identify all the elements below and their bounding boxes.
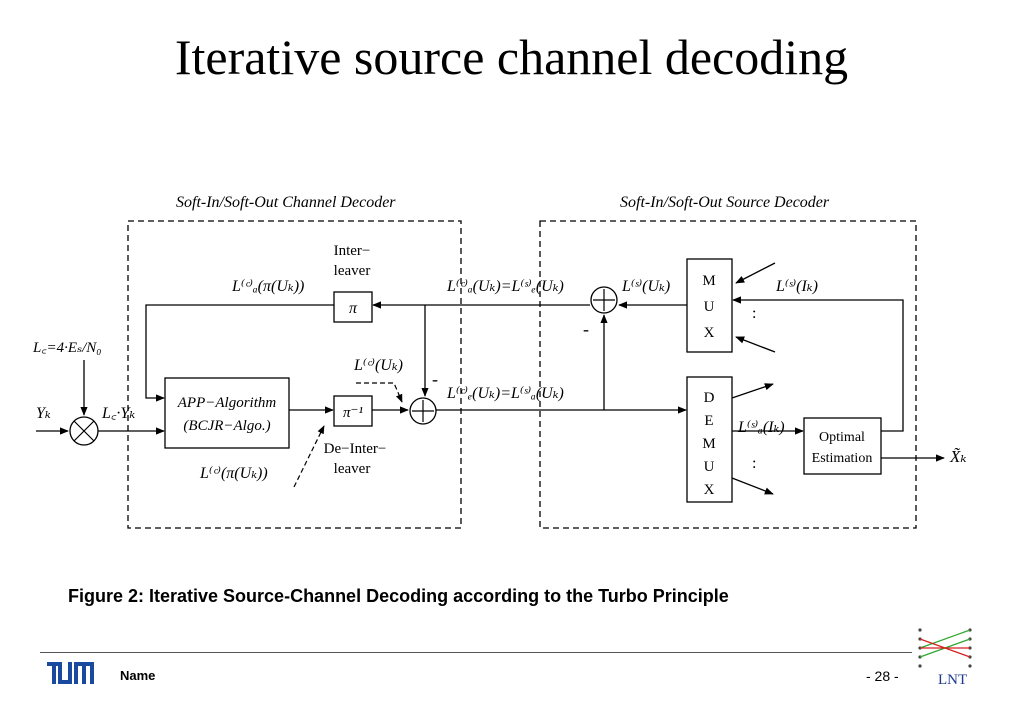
minus-sign-channel: - [432, 369, 438, 389]
interleaver-block [333, 291, 373, 323]
mux-letter-m: M [702, 273, 715, 289]
optimal-label-1: Optimal [819, 430, 865, 445]
optimal-estimation-block [803, 417, 882, 475]
mux-block [686, 258, 733, 353]
deinterleaver-label-2: leaver [334, 461, 371, 477]
la-pi-top-label: L⁽ᶜ⁾ₐ(π(Uₖ)) [231, 278, 304, 295]
demux-letter-m: M [702, 436, 715, 452]
app-label-1: APP−Algorithm [177, 395, 277, 411]
demux-letter-x: X [704, 482, 715, 498]
ls-ik-label: L⁽ˢ⁾(Iₖ) [775, 278, 818, 295]
lc-formula-label: L꜀=4·Eₛ/N₀ [32, 340, 102, 356]
mux-letter-x: X [704, 325, 715, 341]
lnt-logo-text: LNT [938, 672, 968, 688]
mux-input-dots: : [752, 305, 756, 322]
demux-letter-u: U [704, 459, 715, 475]
demux-letter-e: E [704, 413, 713, 429]
le-eq-la-mid-label: L⁽ᶜ⁾ₑ(Uₖ)=L⁽ˢ⁾ₐ(Uₖ) [446, 385, 564, 402]
adder-channel-plus [412, 400, 434, 422]
interleaver-symbol: π [349, 300, 358, 317]
lc-uk-label: L⁽ᶜ⁾(Uₖ) [353, 357, 403, 374]
input-yk-label: Yₖ [36, 405, 51, 422]
ls-uk-label: L⁽ˢ⁾(Uₖ) [621, 278, 670, 295]
page-number: - 28 - [866, 668, 899, 684]
slide-title: Iterative source channel decoding [174, 29, 849, 85]
interleaver-label-1: Inter− [334, 243, 371, 259]
xk-hat-label: X̃ₖ [949, 447, 967, 466]
footer-name: Name [120, 668, 156, 683]
lc-yk-label: L꜀·Yₖ [101, 405, 135, 422]
minus-sign-source: - [583, 319, 589, 339]
multiplier-cross [73, 420, 95, 442]
deinterleaver-block [333, 395, 373, 427]
app-algorithm-block [164, 377, 290, 449]
demux-letter-d: D [704, 390, 715, 406]
app-label-2: (BCJR−Algo.) [183, 418, 270, 434]
channel-decoder-box [127, 220, 462, 529]
adder-source-plus [593, 289, 615, 311]
la-eq-le-top-label: L⁽ᶜ⁾ₐ(Uₖ)=L⁽ˢ⁾ₑ(Uₖ) [446, 278, 564, 295]
source-decoder-box [539, 220, 917, 529]
lc-pi-bottom-label: L⁽ᶜ⁾(π(Uₖ)) [199, 465, 268, 482]
la-ik-label: L⁽ˢ⁾ₐ(Iₖ) [737, 419, 785, 436]
deinterleaver-symbol: π⁻¹ [343, 405, 363, 421]
source-decoder-label: Soft-In/Soft-Out Source Decoder [620, 194, 830, 211]
demux-block [686, 376, 733, 503]
tum-logo [47, 662, 94, 684]
figure-caption: Figure 2: Iterative Source-Channel Decod… [68, 586, 729, 606]
channel-decoder-label: Soft-In/Soft-Out Channel Decoder [176, 194, 396, 211]
interleaver-label-2: leaver [334, 263, 371, 279]
mux-letter-u: U [704, 299, 715, 315]
demux-output-dots: : [752, 455, 756, 472]
lnt-logo-graphic [918, 628, 972, 668]
optimal-label-2: Estimation [812, 451, 873, 466]
deinterleaver-label-1: De−Inter− [324, 441, 387, 457]
footer-divider [40, 652, 912, 653]
